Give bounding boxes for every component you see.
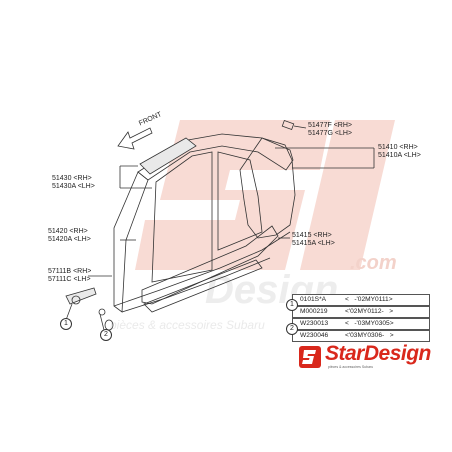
part-label-51430a: 51430A <LH> — [52, 183, 95, 190]
roof-rail — [137, 133, 294, 181]
table-index-2: 2 — [286, 323, 298, 335]
part-label-51477g: 51477G <LH> — [308, 130, 352, 137]
part-label-51477f: 51477F <RH> — [308, 122, 352, 129]
part-label-51410a: 51410A <LH> — [378, 152, 421, 159]
part-label-51420a: 51420A <LH> — [48, 236, 91, 243]
part-label-51430: 51430 <RH> — [52, 175, 92, 182]
stardesign-tagline: pièces & accessoires Subaru — [328, 365, 374, 369]
stardesign-logo-icon — [299, 346, 321, 368]
side-sill — [141, 225, 279, 305]
table-part-code: W230046 — [300, 332, 329, 339]
part-label-51415: 51415 <RH> — [292, 232, 332, 239]
part-label-57111c: 57111C <LH> — [48, 276, 91, 283]
callout-1: 1 — [60, 318, 72, 330]
table-range: <'03MY0306- > — [345, 332, 394, 339]
table-row — [292, 330, 430, 342]
table-range: <'02MY0112- > — [345, 308, 394, 315]
part-label-57111b: 57111B <RH> — [48, 268, 92, 275]
stardesign-logo-text: StarDesign — [325, 342, 431, 365]
jack-bracket — [65, 287, 106, 331]
table-index-1: 1 — [286, 299, 298, 311]
callout-2: 2 — [100, 329, 112, 341]
part-label-51410: 51410 <RH> — [378, 144, 418, 151]
table-row — [292, 306, 430, 318]
table-part-code: 0101S*A — [300, 296, 327, 303]
front-arrow-icon — [117, 127, 153, 150]
table-range: < -'02MY0111> — [345, 296, 393, 303]
part-label-51415a: 51415A <LH> — [292, 240, 335, 247]
quarter-panel — [239, 137, 296, 239]
table-part-code: M000219 — [300, 308, 328, 315]
table-range: < -'03MY0305> — [345, 320, 394, 327]
part-label-51420: 51420 <RH> — [48, 228, 88, 235]
table-part-code: W230013 — [300, 320, 329, 327]
